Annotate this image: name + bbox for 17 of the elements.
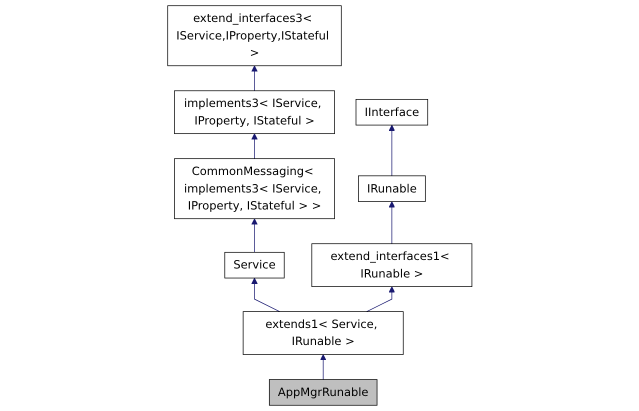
arrow	[366, 286, 395, 312]
arrow	[251, 278, 280, 312]
arrow	[388, 201, 395, 244]
node-box: IInterface	[355, 99, 428, 126]
arrow	[320, 354, 326, 380]
arrow	[251, 218, 258, 253]
node-box: implements3< IService, IProperty, IStateful >	[174, 90, 335, 134]
arrow	[388, 124, 395, 176]
node-box: extend_interfaces3< IService,IProperty,IStateful >	[167, 5, 342, 66]
node-box: extend_interfaces1< IRunable >	[311, 243, 472, 287]
node-box: extends1< Service, IRunable >	[242, 311, 404, 355]
node-box: AppMgrRunable	[268, 379, 378, 406]
node-box: CommonMessaging< implements3< IService, IProperty, IStateful > >	[174, 158, 335, 220]
arrow	[251, 133, 258, 160]
arrow	[251, 65, 258, 92]
node-box: Service	[224, 252, 284, 278]
node-box: IRunable	[358, 175, 426, 202]
